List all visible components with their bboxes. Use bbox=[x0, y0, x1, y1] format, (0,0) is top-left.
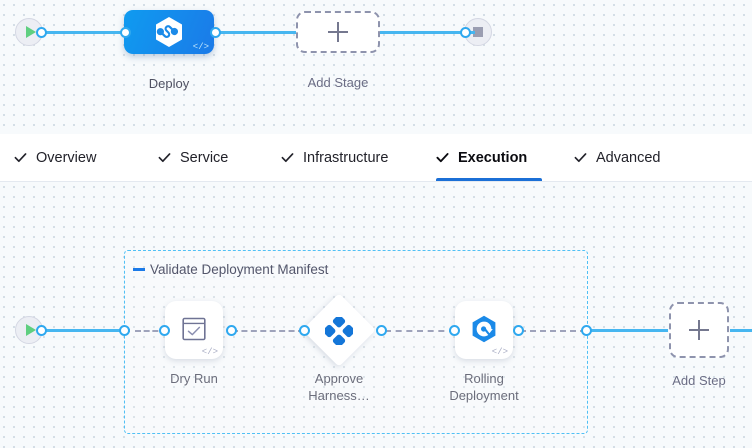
port-exec-start-out[interactable] bbox=[36, 325, 47, 336]
tab-execution[interactable]: Execution bbox=[436, 134, 542, 181]
step-node-rolling-deployment[interactable]: </> bbox=[455, 301, 513, 359]
tab-label: Service bbox=[180, 150, 228, 166]
check-icon bbox=[281, 151, 294, 164]
check-icon bbox=[436, 151, 449, 164]
execution-canvas[interactable]: Validate Deployment Manifest </> Dry R bbox=[0, 182, 752, 448]
stage-tabbar: Overview Service Infrastructure Executio… bbox=[0, 134, 752, 182]
link-addstep-trailing bbox=[730, 329, 752, 332]
add-step-label: Add Step bbox=[639, 372, 752, 389]
check-icon bbox=[14, 151, 27, 164]
play-icon bbox=[26, 26, 36, 38]
add-stage-button[interactable] bbox=[296, 11, 380, 53]
tab-label: Infrastructure bbox=[303, 150, 388, 166]
tab-overview[interactable]: Overview bbox=[14, 134, 96, 181]
port-dryrun-out[interactable] bbox=[226, 325, 237, 336]
stage-canvas[interactable]: </> Deploy Add Stage bbox=[0, 0, 752, 134]
tab-service[interactable]: Service bbox=[158, 134, 228, 181]
code-badge-icon: </> bbox=[492, 348, 508, 357]
check-icon bbox=[574, 151, 587, 164]
link-group-to-addstep bbox=[590, 329, 668, 332]
link-start-to-group bbox=[38, 329, 130, 332]
tab-label: Overview bbox=[36, 150, 96, 166]
link-approve-to-rolling bbox=[385, 330, 455, 332]
dry-run-checkbox-icon bbox=[181, 316, 207, 342]
port-group-in[interactable] bbox=[119, 325, 130, 336]
port-rolling-out[interactable] bbox=[513, 325, 524, 336]
plus-icon bbox=[328, 22, 348, 42]
play-icon bbox=[26, 324, 36, 336]
stage-node-deploy[interactable]: </> bbox=[124, 10, 214, 54]
port-approve-in[interactable] bbox=[299, 325, 310, 336]
tab-label: Execution bbox=[458, 150, 527, 166]
port-group-out[interactable] bbox=[581, 325, 592, 336]
tab-label: Advanced bbox=[596, 150, 661, 166]
step-group-label: Validate Deployment Manifest bbox=[150, 262, 328, 277]
tab-infrastructure[interactable]: Infrastructure bbox=[281, 134, 388, 181]
add-stage-label: Add Stage bbox=[273, 74, 403, 91]
add-step-button[interactable] bbox=[669, 302, 729, 358]
link-rolling-to-group-out bbox=[520, 330, 586, 332]
port-dryrun-in[interactable] bbox=[159, 325, 170, 336]
tab-advanced[interactable]: Advanced bbox=[574, 134, 661, 181]
port-deploy-out[interactable] bbox=[210, 27, 221, 38]
port-start-out[interactable] bbox=[36, 27, 47, 38]
port-deploy-in[interactable] bbox=[120, 27, 131, 38]
rolling-deployment-hexagon-icon bbox=[469, 314, 499, 344]
harness-hexagon-icon bbox=[154, 16, 184, 48]
port-stop-in[interactable] bbox=[460, 27, 471, 38]
code-badge-icon: </> bbox=[202, 348, 218, 357]
link-dryrun-to-approve bbox=[232, 330, 304, 332]
minus-icon[interactable] bbox=[133, 268, 145, 271]
port-rolling-in[interactable] bbox=[449, 325, 460, 336]
tab-active-underline bbox=[436, 178, 542, 181]
code-badge-icon: </> bbox=[193, 43, 209, 52]
step-group-header[interactable]: Validate Deployment Manifest bbox=[133, 262, 328, 277]
stage-label-deploy: Deploy bbox=[104, 75, 234, 92]
check-icon bbox=[158, 151, 171, 164]
step-node-dry-run[interactable]: </> bbox=[165, 301, 223, 359]
port-approve-out[interactable] bbox=[376, 325, 387, 336]
plus-icon bbox=[689, 320, 709, 340]
